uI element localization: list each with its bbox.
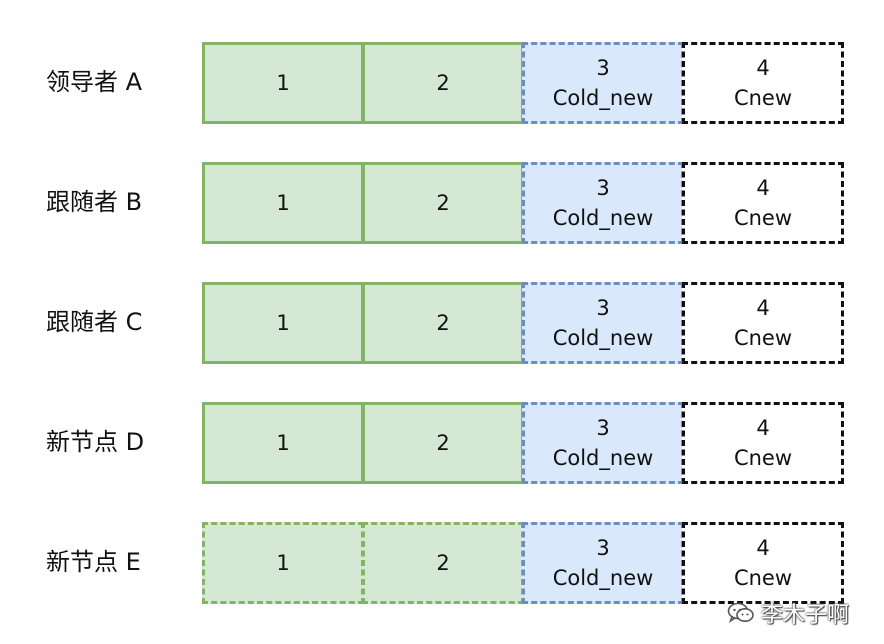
- log-entry-1: 1: [202, 522, 364, 604]
- node-row-new-e: 新节点 E 1 2 3 Cold_new 4 Cnew: [0, 522, 884, 604]
- entry-config: Cold_new: [552, 446, 654, 470]
- entry-config: Cold_new: [552, 86, 654, 110]
- entry-index: 4: [756, 176, 770, 200]
- node-label: 领导者 A: [46, 68, 143, 96]
- entry-index: 2: [436, 71, 450, 95]
- node-row-leader-a: 领导者 A 1 2 3 Cold_new 4 Cnew: [0, 42, 884, 124]
- log-entry-2: 2: [362, 402, 524, 484]
- node-label: 跟随者 B: [46, 188, 143, 216]
- entry-config: Cnew: [733, 326, 793, 350]
- log-entry-4: 4 Cnew: [682, 42, 844, 124]
- entry-index: 4: [756, 296, 770, 320]
- log-entry-2: 2: [362, 42, 524, 124]
- log-entry-3: 3 Cold_new: [522, 42, 684, 124]
- log-entry-4: 4 Cnew: [682, 402, 844, 484]
- entry-index: 1: [276, 191, 290, 215]
- log-entry-2: 2: [362, 522, 524, 604]
- entry-index: 3: [596, 176, 610, 200]
- node-row-follower-b: 跟随者 B 1 2 3 Cold_new 4 Cnew: [0, 162, 884, 244]
- log-entry-3: 3 Cold_new: [522, 162, 684, 244]
- node-label: 跟随者 C: [46, 308, 143, 336]
- node-row-follower-c: 跟随者 C 1 2 3 Cold_new 4 Cnew: [0, 282, 884, 364]
- node-label: 新节点 D: [46, 428, 145, 456]
- entry-index: 4: [756, 536, 770, 560]
- node-row-new-d: 新节点 D 1 2 3 Cold_new 4 Cnew: [0, 402, 884, 484]
- log-entry-3: 3 Cold_new: [522, 282, 684, 364]
- log-entry-4: 4 Cnew: [682, 522, 844, 604]
- entry-index: 4: [756, 416, 770, 440]
- log-entry-2: 2: [362, 162, 524, 244]
- entry-index: 2: [436, 311, 450, 335]
- log-entry-3: 3 Cold_new: [522, 522, 684, 604]
- entry-index: 3: [596, 416, 610, 440]
- entry-index: 1: [276, 551, 290, 575]
- log-entry-1: 1: [202, 402, 364, 484]
- entry-config: Cold_new: [552, 326, 654, 350]
- log-entry-3: 3 Cold_new: [522, 402, 684, 484]
- entry-index: 1: [276, 311, 290, 335]
- watermark: 李木子啊: [727, 596, 849, 630]
- entry-index: 2: [436, 551, 450, 575]
- entry-index: 4: [756, 56, 770, 80]
- entry-config: Cnew: [733, 446, 793, 470]
- entry-config: Cold_new: [552, 566, 654, 590]
- entry-index: 1: [276, 431, 290, 455]
- entry-index: 2: [436, 191, 450, 215]
- log-entry-1: 1: [202, 282, 364, 364]
- log-entry-1: 1: [202, 162, 364, 244]
- entry-config: Cnew: [733, 86, 793, 110]
- entry-config: Cnew: [733, 566, 793, 590]
- entry-config: Cnew: [733, 206, 793, 230]
- entry-index: 1: [276, 71, 290, 95]
- entry-index: 2: [436, 431, 450, 455]
- log-entry-1: 1: [202, 42, 364, 124]
- log-entry-4: 4 Cnew: [682, 282, 844, 364]
- watermark-text: 李木子啊: [761, 603, 850, 628]
- entry-index: 3: [596, 536, 610, 560]
- entry-config: Cold_new: [552, 206, 654, 230]
- entry-index: 3: [596, 56, 610, 80]
- log-entry-2: 2: [362, 282, 524, 364]
- wechat-icon: [727, 602, 755, 624]
- entry-index: 3: [596, 296, 610, 320]
- node-label: 新节点 E: [46, 548, 141, 576]
- log-entry-4: 4 Cnew: [682, 162, 844, 244]
